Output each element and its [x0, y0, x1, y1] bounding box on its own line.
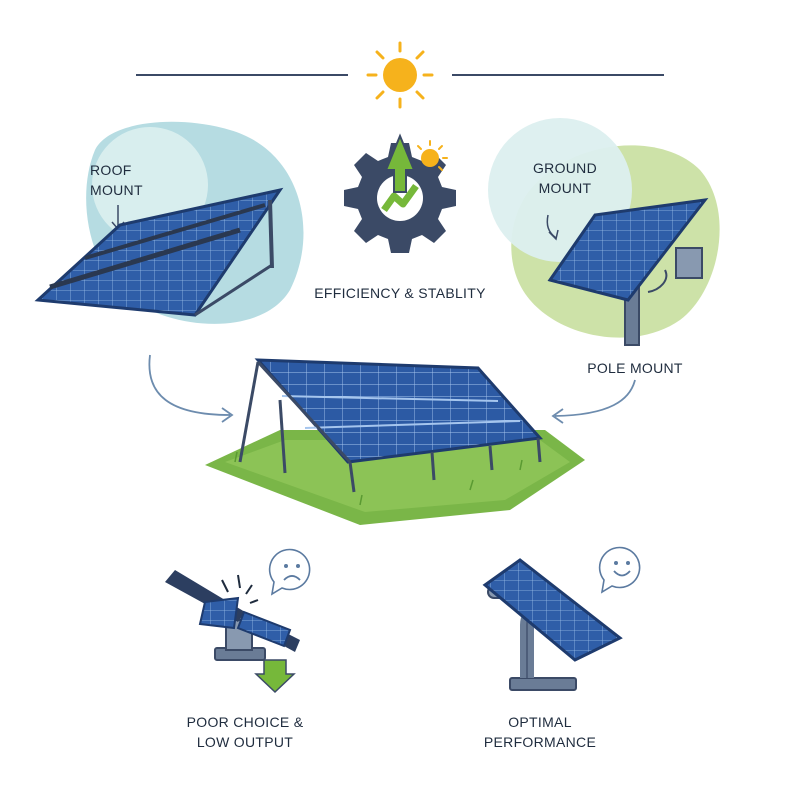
- happy-face-icon: [598, 546, 641, 594]
- ground-mount-illustration: [488, 118, 720, 346]
- efficiency-label: EFFICIENCY & STABLITY: [314, 285, 486, 301]
- ground-array-illustration: [205, 358, 585, 525]
- gear-growth-icon: [344, 133, 456, 253]
- optimal-illustration: [482, 558, 623, 691]
- poor-choice-illustration: [165, 570, 300, 694]
- poor-choice-label: POOR CHOICE &LOW OUTPUT: [186, 714, 304, 750]
- pole-mount-label: POLE MOUNT: [587, 360, 683, 376]
- left-flow-arrow-icon: [148, 354, 234, 423]
- down-arrow-icon: [254, 659, 296, 694]
- sun-icon: [366, 41, 434, 109]
- right-flow-arrow-icon: [551, 379, 636, 424]
- sad-face-icon: [268, 548, 311, 596]
- roof-mount-illustration: [34, 121, 304, 324]
- ground-arrow-icon: [546, 214, 559, 241]
